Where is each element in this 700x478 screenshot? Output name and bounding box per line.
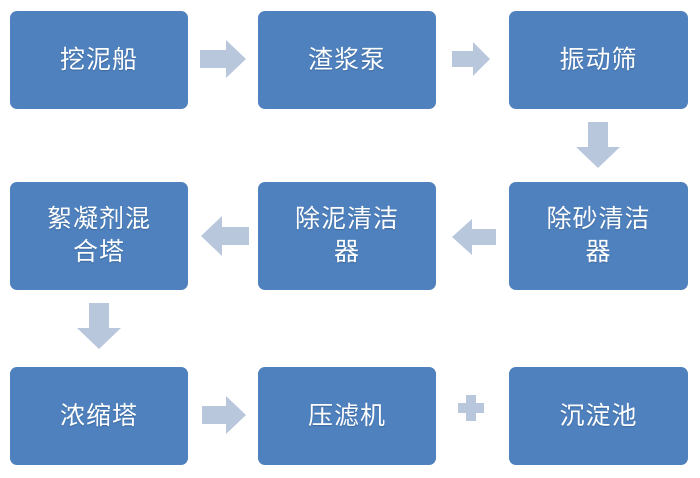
arrow-right-icon-slurry-pump-to-vibrating-screen — [452, 42, 490, 76]
node-desilting-cleaner[interactable]: 除泥清洁 器 — [258, 182, 436, 290]
node-label: 渣浆泵 — [307, 45, 386, 74]
node-label: 沉淀池 — [559, 401, 638, 430]
arrow-right-icon-dredger-to-slurry-pump — [200, 40, 246, 78]
arrow-left-icon-desanding-to-desilting — [452, 219, 496, 255]
node-slurry-pump[interactable]: 渣浆泵 — [258, 11, 436, 109]
node-vibrating-screen[interactable]: 振动筛 — [509, 11, 688, 109]
plus-icon-vertical-bar — [466, 395, 476, 421]
arrow-right-icon-thickening-to-filter-press — [202, 396, 246, 434]
plus-icon-filter-press-and-settling-pond — [458, 395, 484, 421]
node-settling-pond[interactable]: 沉淀池 — [509, 367, 688, 465]
node-label: 絮凝剂混 合塔 — [46, 205, 151, 266]
arrow-down-icon-vibrating-screen-to-desanding-cleaner — [576, 122, 620, 168]
node-filter-press[interactable]: 压滤机 — [258, 367, 436, 465]
node-label: 压滤机 — [307, 401, 386, 430]
node-thickening-tower[interactable]: 浓缩塔 — [10, 367, 188, 465]
node-label: 振动筛 — [559, 45, 638, 74]
node-flocculant-mixing-tower[interactable]: 絮凝剂混 合塔 — [10, 182, 188, 290]
node-label: 除泥清洁 器 — [294, 205, 399, 266]
node-label: 浓缩塔 — [59, 401, 138, 430]
node-desanding-cleaner[interactable]: 除砂清洁 器 — [509, 182, 688, 290]
node-dredger[interactable]: 挖泥船 — [10, 11, 188, 109]
arrow-left-icon-desilting-to-flocculant — [201, 216, 249, 256]
node-label: 挖泥船 — [59, 45, 138, 74]
node-label: 除砂清洁 器 — [546, 205, 651, 266]
arrow-down-icon-flocculant-to-thickening-tower — [77, 303, 121, 349]
